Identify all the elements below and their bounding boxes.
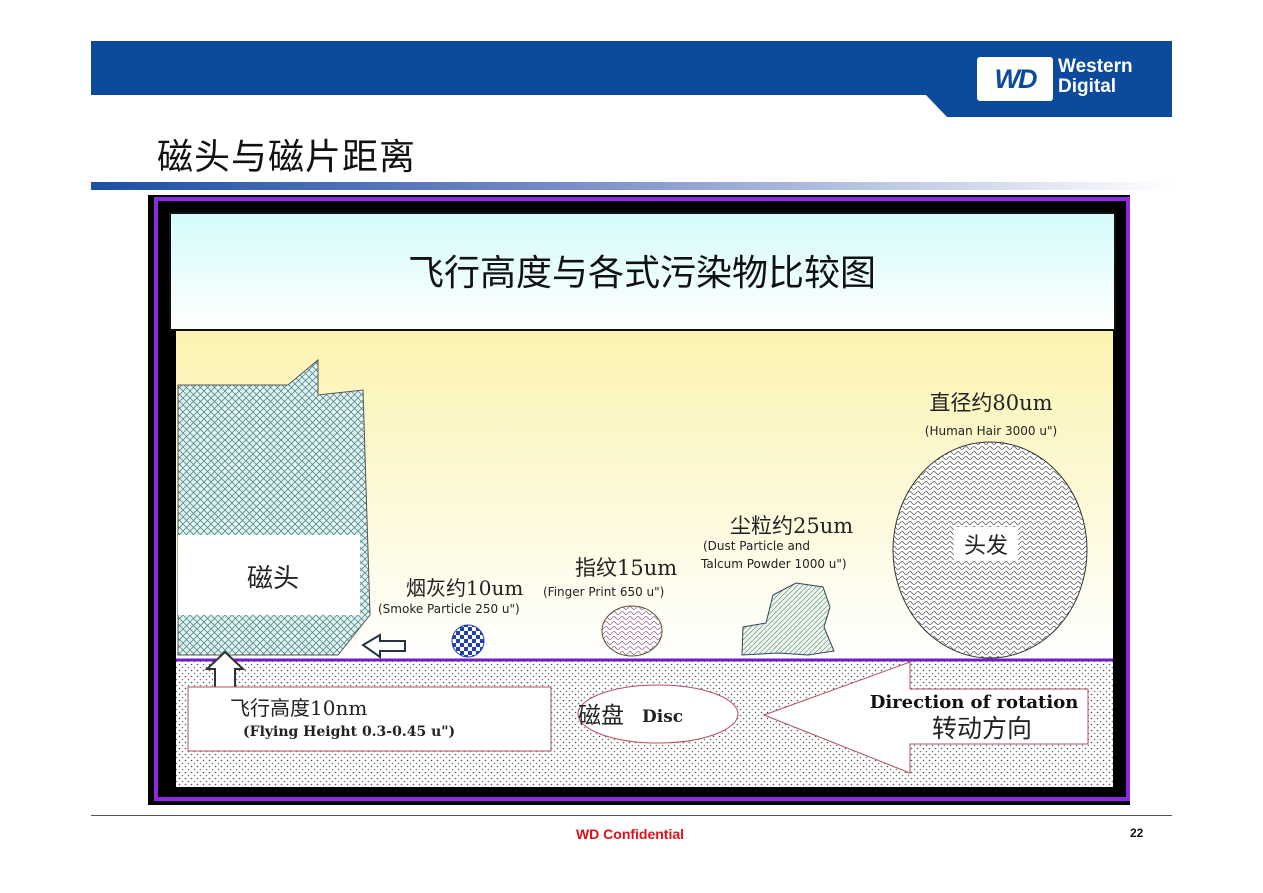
- disc-label-cn: 磁盘: [578, 703, 624, 729]
- dust-label-cn: 尘粒约25um: [730, 514, 853, 538]
- flying-height-box: [187, 686, 552, 752]
- smoke-particle: [451, 624, 485, 658]
- fingerprint-shape: [601, 605, 663, 657]
- rotation-label-cn: 转动方向: [932, 714, 1032, 743]
- hair-label-cn: 直径约80um: [929, 391, 1052, 415]
- page-number: 22: [1130, 826, 1144, 840]
- dust-label-en-2: Talcum Powder 1000 u"): [700, 557, 847, 571]
- smoke-label-cn: 烟灰约10um: [406, 576, 523, 600]
- rotation-arrow-icon: [762, 661, 1089, 774]
- hair-label-en: (Human Hair 3000 u"): [925, 424, 1057, 438]
- western-digital-logo: WD Western Digital: [977, 57, 1147, 103]
- head-label-box: [178, 535, 360, 615]
- logo-line-2: Digital: [1058, 76, 1117, 97]
- smoke-label-en: (Smoke Particle 250 u"): [378, 602, 520, 616]
- disc-label-en: Disc: [642, 707, 683, 727]
- dust-particle: [741, 582, 835, 656]
- logo-mark: WD: [977, 57, 1053, 101]
- head-label: 磁头: [247, 564, 299, 594]
- confidential-label: WD Confidential: [575, 826, 685, 842]
- disc-ellipse: [577, 684, 739, 744]
- logo-text: Western Digital: [1058, 57, 1133, 97]
- left-arrow-icon: [361, 633, 406, 659]
- title-rule: [91, 182, 1172, 190]
- flying-height-diagram: 飞行高度与各式污染物比较图 磁头 飞行高度10nm (Flying Height…: [148, 195, 1130, 805]
- finger-label-en: (Finger Print 650 u"): [543, 585, 664, 599]
- logo-line-1: Western: [1058, 56, 1133, 77]
- diagram-heading: 飞行高度与各式污染物比较图: [408, 253, 876, 294]
- dust-label-en-1: (Dust Particle and: [703, 539, 810, 553]
- finger-label-cn: 指纹15um: [575, 556, 677, 580]
- rotation-label-en: Direction of rotation: [870, 692, 1079, 713]
- flying-height-en: (Flying Height 0.3-0.45 u"): [243, 724, 455, 740]
- heading-box: [169, 212, 1116, 331]
- slide-title: 磁头与磁片距离: [157, 137, 417, 178]
- footer-rule: [91, 815, 1172, 816]
- hair-label: 头发: [964, 534, 1008, 559]
- purple-border: [154, 197, 1130, 801]
- flying-height-cn: 飞行高度10nm: [230, 696, 367, 720]
